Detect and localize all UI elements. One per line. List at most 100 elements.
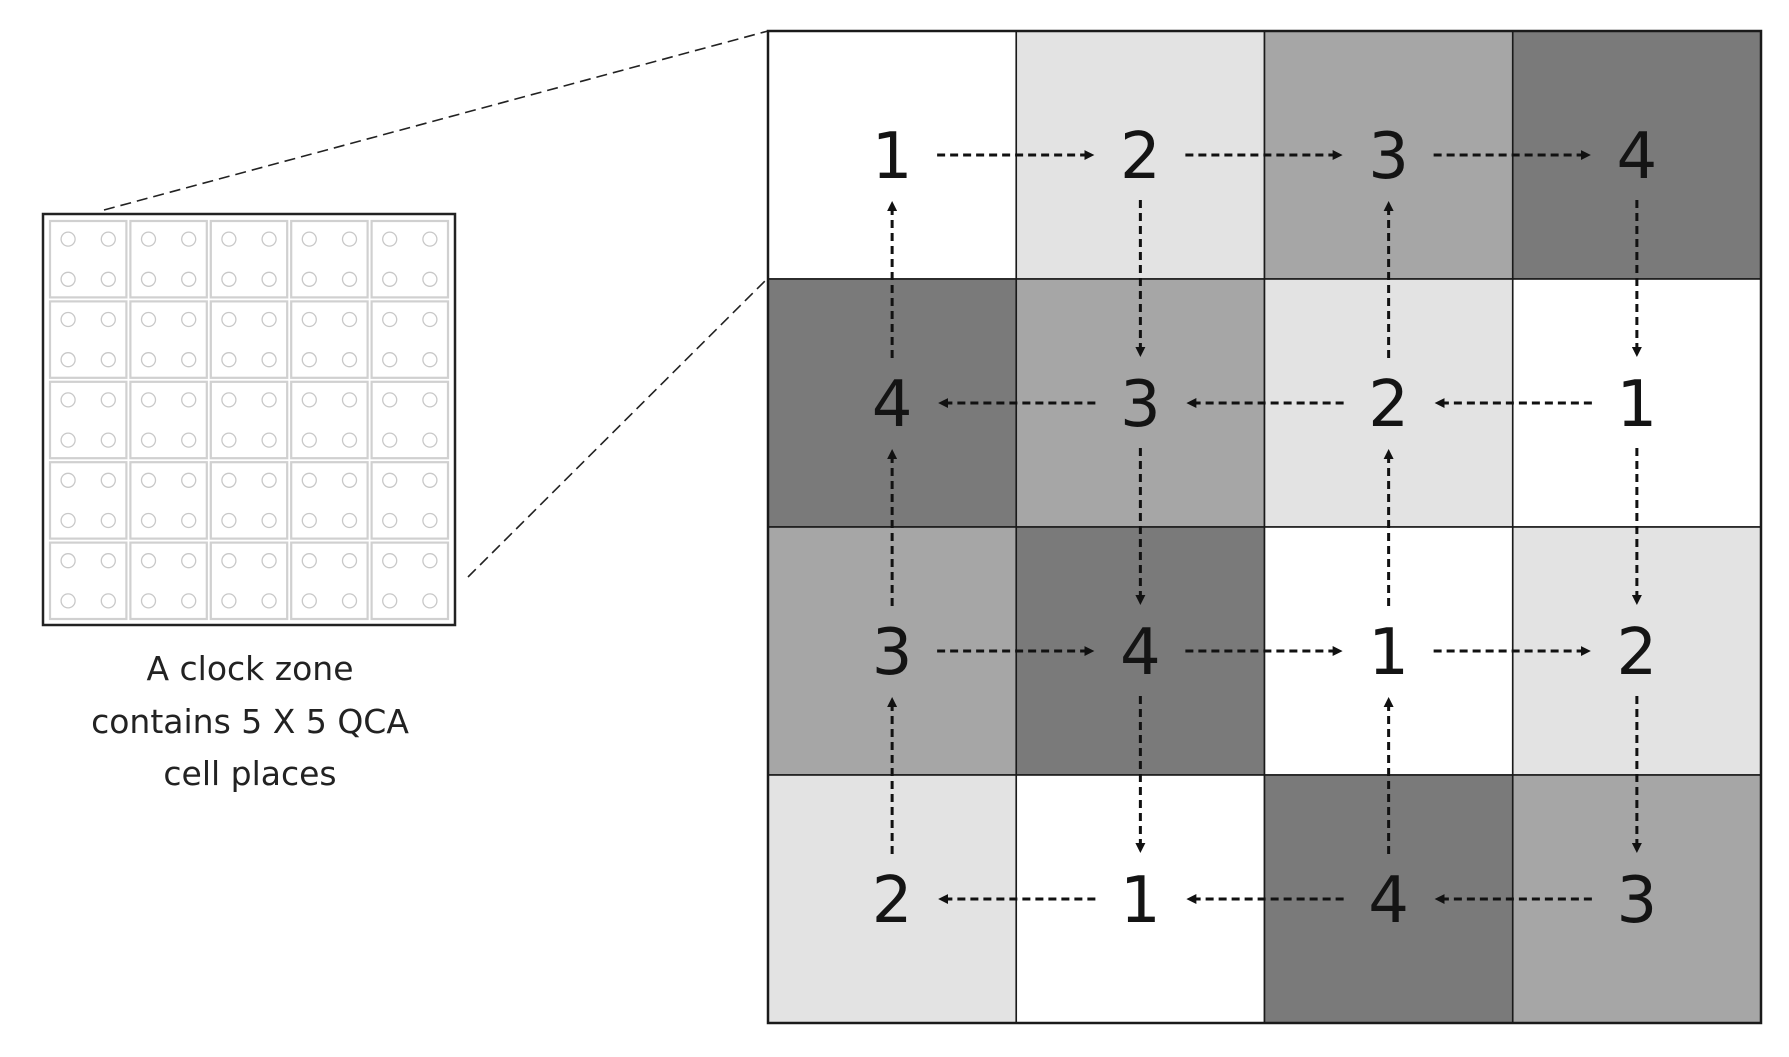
quantum-dot [261,311,277,328]
quantum-dot [261,512,277,529]
clock-phase-label: 3 [1120,368,1161,442]
quantum-dot [422,352,438,368]
quantum-dot [341,352,358,368]
clock-zone-grid [767,30,1762,1024]
quantum-dot [382,352,398,368]
qca-cell-place [370,541,450,621]
qca-cell-place [370,219,450,299]
quantum-dot [60,352,76,368]
qca-cell-place [370,380,450,460]
quantum-dot [422,271,438,287]
qca-cell-place [129,219,208,299]
clock-phase-label: 1 [872,120,913,194]
quantum-dot [100,593,116,609]
quantum-dot [181,472,197,488]
qca-cell-place [209,219,289,299]
quantum-dot [100,512,116,529]
quantum-dot [301,432,317,448]
qca-cell-place [370,461,450,540]
quantum-dot [341,311,358,328]
qca-cell-place [209,380,289,460]
quantum-dot [382,311,398,328]
qca-cell-place [290,219,369,299]
quantum-dot [140,352,157,368]
zoom-connector-bottom [467,277,769,578]
quantum-dot [422,593,438,609]
qca-cell-place [290,461,369,540]
quantum-dot [221,231,237,247]
quantum-dot [382,553,398,569]
quantum-dot [140,472,157,488]
quantum-dot [181,432,197,448]
quantum-dot [181,553,197,569]
quantum-dot [261,271,277,287]
quantum-dot [301,311,317,328]
qca-cell-place [370,300,450,379]
quantum-dot [261,432,277,448]
quantum-dot [382,593,398,609]
quantum-dot [140,231,157,247]
quantum-dot [221,311,237,328]
zoom-connector-top [103,30,769,211]
quantum-dot [100,472,116,488]
quantum-dot [100,271,116,287]
quantum-dot [140,512,157,529]
quantum-dot [100,231,116,247]
quantum-dot [341,432,358,448]
quantum-dot [382,432,398,448]
quantum-dot [261,231,277,247]
quantum-dot [100,392,116,408]
quantum-dot [301,553,317,569]
qca-cell-place [129,461,208,540]
quantum-dot [140,271,157,287]
quantum-dot [341,271,358,287]
quantum-dot [301,352,317,368]
quantum-dot [100,432,116,448]
clock-phase-label: 1 [1120,864,1161,938]
clock-phase-label: 2 [1368,368,1409,442]
quantum-dot [60,231,76,247]
quantum-dot [140,593,157,609]
qca-cell-place [290,380,369,460]
qca-cell-place [48,300,128,379]
quantum-dot [341,472,358,488]
clock-phase-label: 2 [872,864,913,938]
quantum-dot [221,352,237,368]
clock-phase-label: 4 [1617,120,1658,194]
clock-phase-label: 2 [1120,120,1161,194]
clock-phase-label: 3 [1368,120,1409,194]
clock-phase-label: 4 [1368,864,1409,938]
quantum-dot [422,392,438,408]
quantum-dot [422,231,438,247]
qca-cell-place [290,541,369,621]
quantum-dot [261,472,277,488]
quantum-dot [221,432,237,448]
quantum-dot [140,392,157,408]
clock-phase-label: 3 [1617,864,1658,938]
quantum-dot [60,472,76,488]
quantum-dot [221,512,237,529]
quantum-dot [60,593,76,609]
clock-phase-label: 3 [872,616,913,690]
quantum-dot [100,553,116,569]
quantum-dot [301,512,317,529]
qca-cell-place [129,300,208,379]
quantum-dot [221,472,237,488]
quantum-dot [140,311,157,328]
quantum-dot [60,392,76,408]
clock-phase-label: 1 [1368,616,1409,690]
caption-line-3: cell places [163,754,336,793]
quantum-dot [60,311,76,328]
quantum-dot [382,512,398,529]
quantum-dot [181,593,197,609]
quantum-dot [382,392,398,408]
inset-cell-places [48,219,450,621]
quantum-dot [140,432,157,448]
quantum-dot [301,231,317,247]
qca-cell-place [209,300,289,379]
quantum-dot [60,512,76,529]
caption-line-2: contains 5 X 5 QCA [91,702,409,741]
qca-cell-place [48,380,128,460]
